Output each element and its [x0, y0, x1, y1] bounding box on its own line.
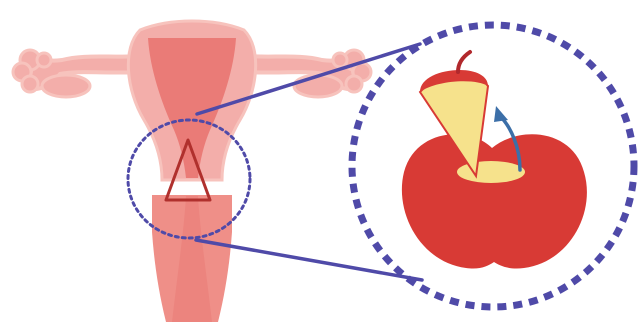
apple-stem: [458, 52, 470, 72]
left-ovary: [42, 75, 90, 97]
right-ovary: [294, 75, 342, 97]
uterus-illustration: [13, 21, 371, 322]
apple-metaphor-icon: [402, 52, 587, 269]
arrow-head: [494, 106, 508, 122]
apple-body: [402, 134, 587, 268]
